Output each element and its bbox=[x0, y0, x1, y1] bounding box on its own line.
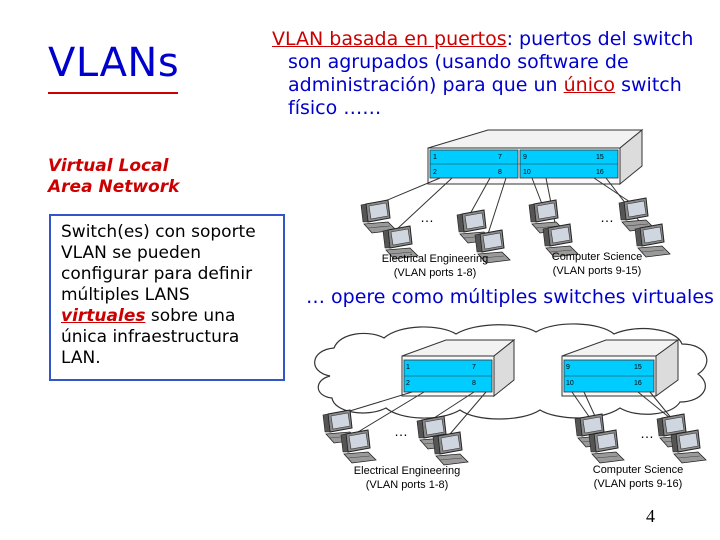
definition-line2: Area Network bbox=[48, 177, 180, 197]
ellipsis: … bbox=[394, 423, 408, 439]
definition-line1: Virtual Local bbox=[48, 156, 169, 176]
port-label: 2 bbox=[406, 380, 410, 387]
description-text-after: sobre una única infraestructura LAN. bbox=[61, 306, 240, 368]
description-text-before: Switch(es) con soporte VLAN se pueden co… bbox=[61, 222, 256, 305]
header-line3-rest: switch bbox=[615, 74, 682, 96]
switch-top bbox=[427, 129, 644, 149]
port-label: 1 bbox=[433, 154, 437, 161]
ee-label-top: Electrical Engineering (VLAN ports 1-8) bbox=[366, 252, 504, 280]
switch-side bbox=[655, 339, 679, 397]
header-term: VLAN basada en puertos bbox=[272, 28, 507, 50]
cs-label-bottom: Computer Science (VLAN ports 9-16) bbox=[576, 463, 700, 491]
header-line2: son agrupados (usando software de bbox=[288, 51, 629, 73]
port-label: 7 bbox=[498, 154, 502, 161]
port-label: 16 bbox=[596, 169, 604, 176]
port-label: 9 bbox=[566, 364, 570, 371]
description-emphasis: virtuales bbox=[61, 306, 146, 326]
port-label: 15 bbox=[596, 154, 604, 161]
header-text: VLAN basada en puertos: puertos del swit… bbox=[272, 28, 702, 120]
computer-icon bbox=[360, 199, 397, 234]
cs-label-line2: (VLAN ports 9-15) bbox=[552, 265, 642, 277]
description-box: Switch(es) con soporte VLAN se pueden co… bbox=[49, 214, 285, 381]
port-label: 7 bbox=[472, 364, 476, 371]
switch-side bbox=[619, 128, 643, 186]
port-label: 1 bbox=[406, 364, 410, 371]
slide-number: 4 bbox=[646, 506, 655, 526]
header-line3-prefix: administración) para que un bbox=[288, 74, 564, 96]
cs-label-top: Computer Science (VLAN ports 9-15) bbox=[536, 250, 658, 278]
ee-label-line1: Electrical Engineering bbox=[353, 465, 461, 477]
computer-icon bbox=[340, 429, 377, 464]
ee-label-line2: (VLAN ports 1-8) bbox=[393, 267, 477, 279]
cs-label-line2: (VLAN ports 9-16) bbox=[593, 478, 683, 490]
title-underline bbox=[48, 92, 178, 94]
port-label: 2 bbox=[433, 169, 437, 176]
slide-title: VLANs bbox=[48, 40, 180, 86]
ee-label-line2: (VLAN ports 1-8) bbox=[365, 479, 449, 491]
port-label: 15 bbox=[634, 364, 642, 371]
cables bbox=[377, 177, 647, 235]
header-line4: físico …… bbox=[288, 97, 382, 119]
computer-icon bbox=[588, 429, 625, 464]
header-line1-rest: : puertos del switch bbox=[506, 28, 694, 50]
port-label: 16 bbox=[634, 380, 642, 387]
switch-side bbox=[493, 338, 515, 398]
port-label: 9 bbox=[523, 154, 527, 161]
port-label: 10 bbox=[523, 169, 531, 176]
ellipsis: … bbox=[600, 209, 614, 225]
middle-statement: … opere como múltiples switches virtuale… bbox=[306, 286, 714, 308]
ee-label-bottom: Electrical Engineering (VLAN ports 1-8) bbox=[338, 464, 476, 492]
port-label: 8 bbox=[498, 169, 502, 176]
top-switch-diagram: 1 2 7 8 9 10 15 16 … … bbox=[360, 128, 671, 264]
header-emphasis: único bbox=[563, 74, 616, 96]
ee-label-line1: Electrical Engineering bbox=[381, 253, 489, 265]
ellipsis: … bbox=[640, 425, 654, 441]
cs-label-line1: Computer Science bbox=[551, 251, 643, 263]
computer-icon bbox=[670, 429, 707, 464]
port-label: 8 bbox=[472, 380, 476, 387]
vlan-definition: Virtual Local Area Network bbox=[48, 156, 179, 198]
computer-icon bbox=[432, 431, 469, 466]
ellipsis: … bbox=[420, 209, 434, 225]
cs-label-line1: Computer Science bbox=[592, 464, 684, 476]
port-label: 10 bbox=[566, 380, 574, 387]
bottom-switch-diagram: 1 2 7 8 9 10 15 16 … … bbox=[314, 323, 708, 466]
